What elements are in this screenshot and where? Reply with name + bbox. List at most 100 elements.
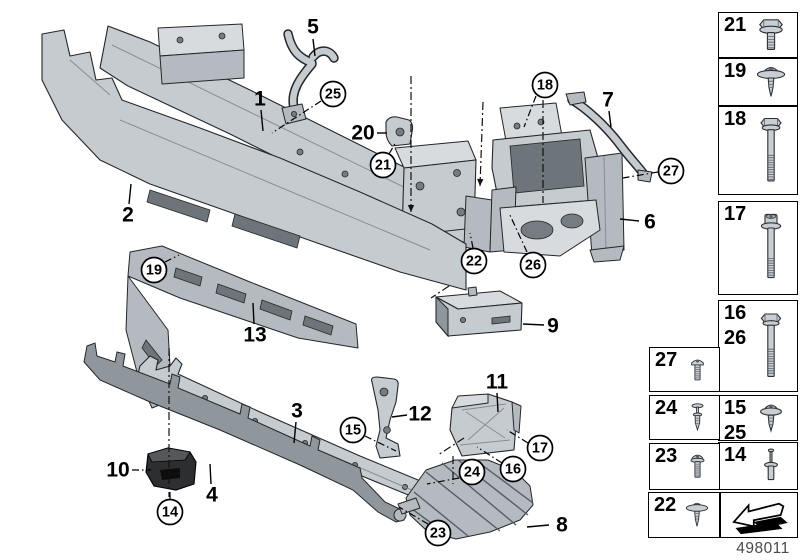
callout-15[interactable]: 15	[339, 416, 367, 444]
fastener-cell-23[interactable]: 23	[649, 443, 720, 490]
callout-number: 8	[556, 514, 568, 537]
fastener-cell-18[interactable]: 18	[718, 106, 798, 195]
expansion-rivet-icon	[691, 403, 704, 432]
long-hex-bolt-icon	[760, 117, 782, 182]
callout-7[interactable]: 7	[602, 89, 614, 112]
fastener-number-27: 27	[655, 349, 678, 371]
axis-arrowhead	[407, 205, 415, 212]
fastener-number-14: 14	[724, 444, 747, 466]
callout-number: 5	[307, 16, 319, 39]
blind-rivet-icon	[764, 448, 778, 481]
callout-number: 20	[351, 122, 374, 145]
callout-number: 18	[537, 78, 553, 94]
fastener-number-19: 19	[724, 60, 747, 82]
callout-10[interactable]: 10	[106, 459, 129, 482]
callout-number: 26	[525, 258, 541, 274]
callout-leader-16	[476, 446, 503, 464]
fastener-cell-21[interactable]: 21	[718, 12, 798, 58]
callout-21[interactable]: 21	[369, 151, 397, 179]
callout-number: 3	[291, 400, 303, 423]
callout-leader-6	[619, 218, 640, 222]
callout-26[interactable]: 26	[519, 251, 547, 279]
fastener-number-18: 18	[724, 108, 747, 130]
callout-19[interactable]: 19	[140, 256, 168, 284]
callout-13[interactable]: 13	[243, 324, 266, 347]
part-6-mount-frame	[489, 102, 625, 263]
callout-14[interactable]: 14	[156, 498, 184, 526]
callout-number: 19	[146, 263, 162, 279]
part-9-support-bracket	[435, 286, 523, 338]
fastener-cell-27[interactable]: 27	[649, 347, 720, 392]
callout-leader-22	[469, 232, 474, 249]
callout-leader-18	[523, 95, 537, 128]
callout-24[interactable]: 24	[458, 458, 486, 486]
part-1-carrier-beam	[99, 23, 493, 253]
callout-leader-3	[293, 421, 297, 444]
callout-20[interactable]: 20	[351, 122, 374, 145]
callout-leader-19	[164, 254, 180, 263]
callout-number: 21	[375, 158, 391, 174]
callout-number: 13	[243, 324, 266, 347]
callout-leader-2	[128, 183, 132, 205]
part-7-curved-strip	[565, 91, 653, 183]
callout-number: 25	[325, 87, 341, 103]
callout-number: 15	[345, 423, 361, 439]
callout-number: 6	[644, 211, 656, 234]
fastener-cell-19[interactable]: 19	[718, 58, 798, 106]
part-5-strap-bracket	[281, 29, 339, 125]
callout-23[interactable]: 23	[424, 519, 452, 547]
callout-1[interactable]: 1	[254, 88, 266, 111]
callout-number: 11	[486, 371, 509, 394]
callout-8[interactable]: 8	[556, 514, 568, 537]
callout-leader-21	[388, 141, 397, 155]
callout-leader-27	[622, 171, 659, 179]
figure-code: 498011	[736, 540, 790, 557]
callout-3[interactable]: 3	[291, 400, 303, 423]
callout-2[interactable]: 2	[122, 204, 134, 227]
socket-head-bolt-icon	[760, 213, 782, 279]
fastener-number-16: 16	[724, 302, 747, 324]
screw-axis-line	[479, 101, 484, 187]
callout-18[interactable]: 18	[531, 71, 559, 99]
callout-22[interactable]: 22	[460, 247, 488, 275]
callout-27[interactable]: 27	[657, 157, 685, 185]
callout-25[interactable]: 25	[319, 80, 347, 108]
part-20-holder-bracket	[385, 116, 414, 147]
callout-9[interactable]: 9	[547, 315, 559, 338]
callout-leader-9	[522, 323, 545, 326]
callout-number: 22	[466, 254, 482, 270]
callout-6[interactable]: 6	[644, 211, 656, 234]
fastener-cell-22[interactable]: 22	[648, 492, 720, 538]
washer-torx-screw-icon	[760, 404, 782, 433]
fastener-number-24: 24	[655, 397, 678, 419]
callout-leader-25	[271, 100, 322, 134]
screw-axis-line	[437, 437, 465, 456]
callout-12[interactable]: 12	[408, 403, 431, 426]
callout-number: 2	[122, 204, 134, 227]
axis-arrowhead	[477, 178, 484, 186]
direction-arrow-cell[interactable]	[720, 492, 798, 538]
callout-5[interactable]: 5	[307, 16, 319, 39]
torx-screw-icon	[690, 454, 705, 478]
pan-torx-screw-icon	[691, 359, 704, 381]
screw-axis-line	[430, 285, 450, 299]
callout-11[interactable]: 11	[486, 371, 509, 394]
callout-16[interactable]: 16	[499, 455, 527, 483]
callout-leader-4	[209, 463, 212, 485]
callout-leader-8	[526, 524, 550, 528]
callout-number: 14	[162, 505, 178, 521]
part-10-mount-bracket	[145, 447, 197, 491]
callout-leader-23	[398, 506, 429, 525]
callout-number: 7	[602, 89, 614, 112]
fastener-cell-14[interactable]: 14	[718, 442, 798, 490]
callout-4[interactable]: 4	[206, 484, 218, 507]
part-12-bracket	[371, 376, 401, 459]
callout-number: 12	[408, 403, 431, 426]
callout-17[interactable]: 17	[526, 434, 554, 462]
callout-leader-11	[496, 392, 499, 413]
fastener-cell-17[interactable]: 17	[718, 201, 798, 295]
fastener-cell-24[interactable]: 24	[649, 395, 720, 440]
